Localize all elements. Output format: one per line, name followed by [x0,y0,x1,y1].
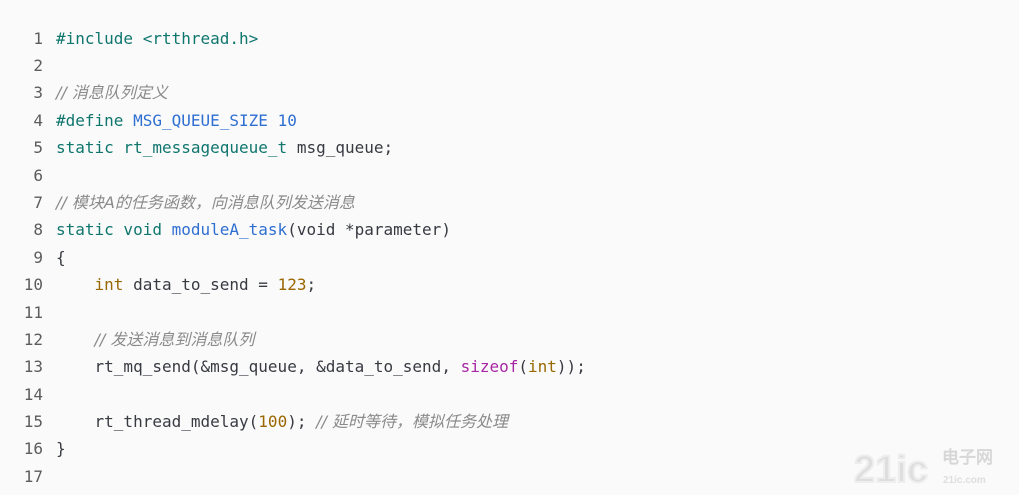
line-number: 9 [33,247,43,267]
code-line: 10 int data_to_send = 123; [0,271,1000,298]
line-number: 17 [23,466,43,486]
code-line: 13 rt_mq_send(&msg_queue, &data_to_send,… [0,353,1000,380]
line-number: 4 [33,110,43,130]
line-number: 13 [23,357,43,377]
code-token: moduleA_task [171,220,288,240]
line-number: 16 [23,439,43,459]
line-number: 12 [23,329,43,349]
code-line: 16} [0,435,1000,462]
code-line: 1 #include <rtthread.h> [0,25,1000,52]
line-content: // 发送消息到消息队列 [56,326,255,353]
code-token: ; [306,275,317,295]
code-line: 12 // 发送消息到消息队列 [0,326,1000,353]
line-content: static rt_messagequeue_t msg_queue; [56,134,393,161]
code-line: 7 // 模块A的任务函数，向消息队列发送消息 [0,189,1000,216]
line-content: } [56,435,66,462]
watermark-logo: 21ic 电子网 21ic.com [853,447,993,489]
code-token [268,111,278,130]
code-token [56,275,95,294]
line-number: 1 [33,28,43,48]
line-number: 11 [23,302,43,322]
line-content: // 模块A的任务函数，向消息队列发送消息 [56,189,355,216]
code-line: 15 rt_thread_mdelay(100); // 延时等待，模拟任务处理 [0,408,1000,435]
code-token: int [528,357,557,377]
line-content: rt_thread_mdelay(100); // 延时等待，模拟任务处理 [56,408,508,435]
code-line: 8 static void moduleA_task(void *paramete… [0,216,1000,243]
code-token: // 模块A的任务函数，向消息队列发送消息 [56,192,355,212]
code-token: msg_queue; [296,138,394,158]
code-token: int [94,275,124,295]
code-line: 17 [0,463,1000,490]
code-token: ); [287,412,317,432]
code-token: #define [56,110,134,130]
line-number: 7 [33,192,43,212]
code-token: <rtthread.h> [142,28,259,48]
line-number: 15 [23,412,43,432]
line-content: { [56,244,66,271]
code-line: 4 #define MSG_QUEUE_SIZE 10 [0,107,1000,134]
line-number: 10 [23,275,43,295]
code-line: 6 [0,162,1000,189]
line-number: 6 [33,165,43,185]
code-token: { [56,247,66,267]
line-number: 3 [33,83,43,103]
code-token: } [56,439,66,459]
code-token: sizeof [460,357,519,377]
line-number: 8 [33,220,43,240]
code-token: rt_mq_send(&msg_queue, &data_to_send, [56,357,461,377]
code-token: static void [56,220,172,240]
code-line: 5 static rt_messagequeue_t msg_queue; [0,134,1000,161]
line-number: 5 [33,138,43,158]
code-token [56,330,95,349]
line-content: rt_mq_send(&msg_queue, &data_to_send, si… [56,353,586,380]
svg-text:电子网: 电子网 [942,447,993,468]
line-content: static void moduleA_task(void *parameter… [56,216,451,243]
code-token: static rt_messagequeue_t [56,138,297,158]
code-token: #include [56,28,143,48]
code-token: // 消息队列定义 [56,83,168,103]
code-token: MSG_QUEUE_SIZE [133,110,268,130]
code-token: data_to_send = [123,275,278,295]
svg-text:21ic: 21ic [854,449,928,489]
code-line: 14 [0,381,1000,408]
code-token: // 发送消息到消息队列 [94,329,255,349]
code-token: ( [518,357,529,377]
line-content: // 消息队列定义 [56,79,168,106]
code-token: )); [556,357,586,377]
code-token: (void *parameter) [287,220,451,240]
code-token: // 延时等待，模拟任务处理 [316,412,508,432]
code-line: 3 // 消息队列定义 [0,79,1000,106]
code-token: rt_thread_mdelay( [56,412,259,432]
code-line: 11 [0,299,1000,326]
line-content: int data_to_send = 123; [56,271,317,298]
line-content: #include <rtthread.h> [56,25,258,52]
svg-text:21ic.com: 21ic.com [943,475,986,486]
code-token: 100 [258,412,288,432]
code-token: 123 [277,275,307,295]
code-line: 2 [0,52,1000,79]
line-number: 2 [33,56,43,76]
line-content: #define MSG_QUEUE_SIZE 10 [56,107,297,134]
code-line: 9{ [0,244,1000,271]
code-token: 10 [277,110,297,130]
line-number: 14 [23,384,43,404]
